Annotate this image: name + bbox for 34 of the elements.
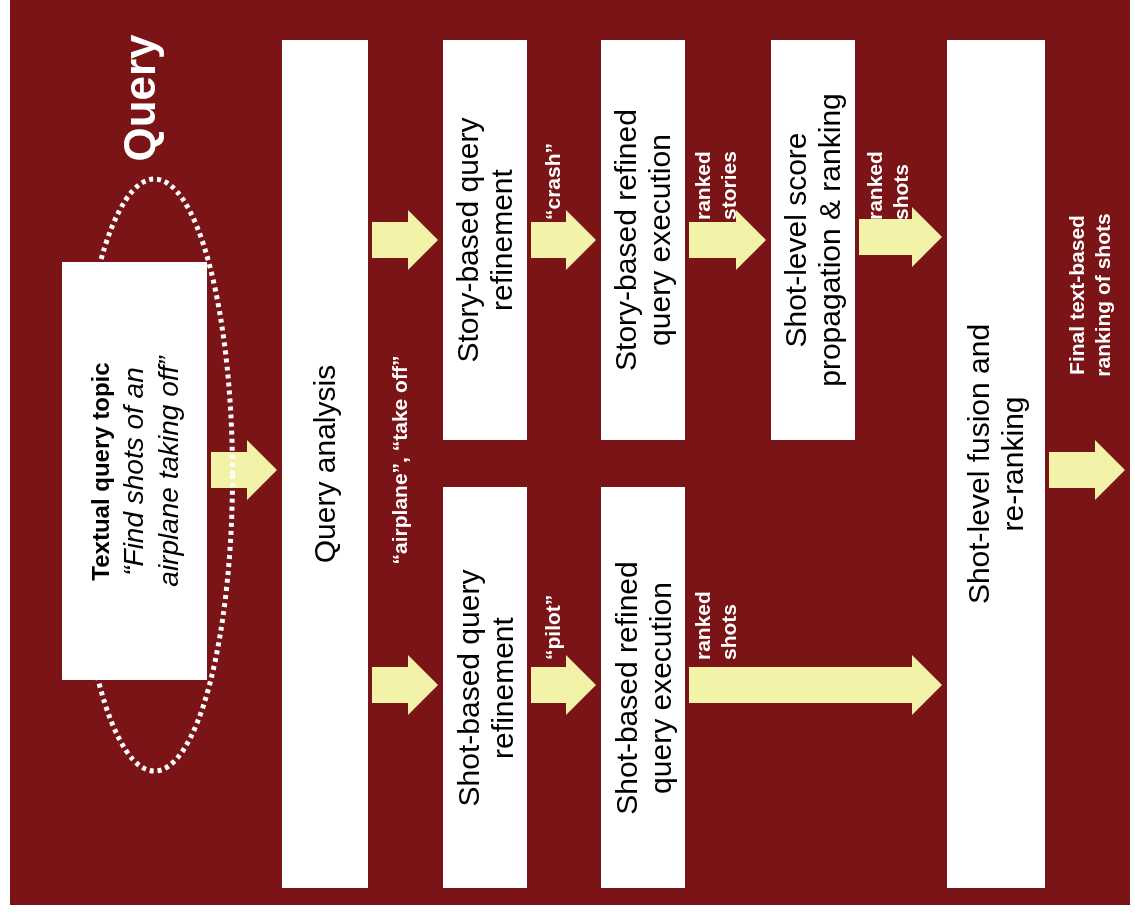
- block-arrow: [372, 210, 438, 270]
- box-label: Story-based query refinement: [450, 116, 519, 365]
- process-box: [282, 40, 368, 888]
- topic-heading: Textual query topic: [84, 360, 115, 583]
- block-arrow: [859, 207, 942, 267]
- topic-quote: “Find shots of an airplane taking off”: [115, 354, 185, 589]
- block-arrow: [1049, 440, 1125, 500]
- edge-label: ranked shots: [689, 590, 741, 660]
- edge-label: “crash”: [539, 142, 565, 220]
- block-arrow: [531, 210, 596, 270]
- block-arrow: [372, 655, 438, 715]
- box-label: Shot-based refined query execution: [608, 559, 678, 817]
- edge-label: ranked shots: [861, 150, 913, 220]
- query-heading: Query: [118, 34, 162, 162]
- box-label: Shot-based query refinement: [450, 568, 519, 808]
- block-arrow: [211, 440, 277, 500]
- block-arrow: [531, 655, 596, 715]
- block-arrow: [689, 655, 942, 715]
- process-box: [443, 40, 527, 440]
- process-box: [601, 40, 685, 440]
- box-label: Shot-level fusion and re-ranking: [961, 322, 1030, 607]
- box-label: Story-based refined query execution: [608, 108, 677, 373]
- edge-label: “pilot”: [539, 594, 565, 660]
- process-box: [601, 487, 685, 888]
- process-box: [443, 487, 527, 888]
- box-label: Shot-level score propagation & ranking: [778, 92, 847, 389]
- edge-label: Final text-based ranking of shots: [1063, 212, 1115, 379]
- process-box: [771, 40, 855, 440]
- process-box: [947, 40, 1045, 888]
- keyword-label: “airplane”, “take off”: [387, 355, 413, 565]
- process-box: [62, 262, 207, 680]
- block-arrow: [689, 210, 766, 270]
- edge-label: ranked stories: [689, 150, 741, 220]
- box-label: Query analysis: [307, 363, 342, 566]
